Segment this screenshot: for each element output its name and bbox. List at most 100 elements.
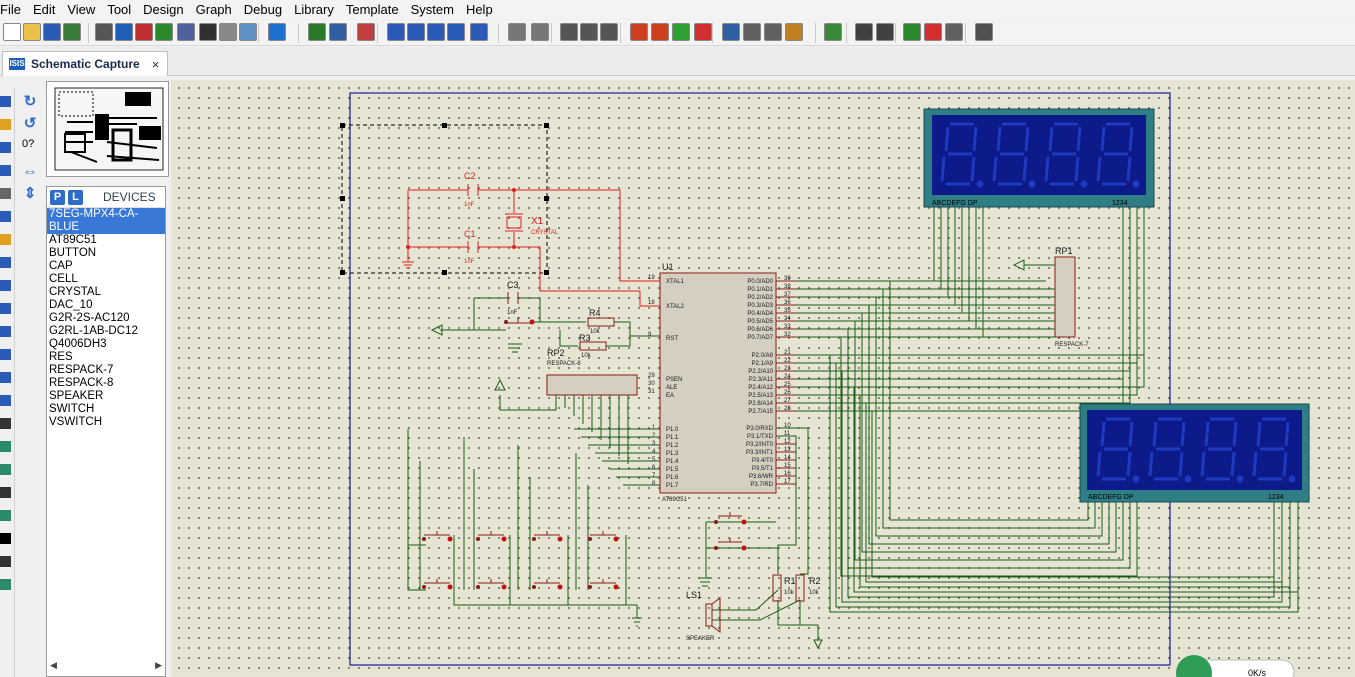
device-item[interactable]: Q4006DH3 xyxy=(49,338,107,350)
search-icon[interactable] xyxy=(855,23,873,41)
redo-icon[interactable] xyxy=(531,23,549,41)
remove-sheet-icon[interactable] xyxy=(924,23,942,41)
menu-edit[interactable]: Edit xyxy=(32,2,56,17)
zoom-out-icon[interactable] xyxy=(427,23,445,41)
scroll-right-icon[interactable]: ▶ xyxy=(155,660,162,670)
block-rotate-icon[interactable] xyxy=(672,23,690,41)
device-item[interactable]: AT89C51 xyxy=(49,234,97,246)
new-sheet-icon[interactable] xyxy=(903,23,921,41)
paste-icon[interactable] xyxy=(600,23,618,41)
tape-icon[interactable] xyxy=(0,326,11,337)
import-icon[interactable] xyxy=(63,23,81,41)
copy-icon[interactable] xyxy=(580,23,598,41)
push-button[interactable] xyxy=(588,579,619,590)
block-delete-icon[interactable] xyxy=(694,23,712,41)
instrument-icon[interactable] xyxy=(0,395,11,406)
report-icon[interactable] xyxy=(975,23,993,41)
wire-autoroute-icon[interactable] xyxy=(824,23,842,41)
push-button[interactable] xyxy=(532,531,563,542)
device-item[interactable]: VSWITCH xyxy=(49,416,103,428)
home-icon[interactable] xyxy=(95,23,113,41)
isis-icon[interactable] xyxy=(115,23,133,41)
junction-icon[interactable] xyxy=(0,142,11,153)
subcircuit-icon[interactable] xyxy=(0,234,11,245)
close-icon[interactable]: × xyxy=(151,56,160,72)
device-item[interactable]: 7SEG-MPX4-CA-BLUE xyxy=(47,208,165,234)
generator-icon[interactable] xyxy=(0,349,11,360)
chip-icon[interactable] xyxy=(199,23,217,41)
symbol-icon[interactable] xyxy=(0,556,11,567)
new-file-icon[interactable] xyxy=(3,23,21,41)
marker-icon[interactable] xyxy=(0,579,11,590)
menu-library[interactable]: Library xyxy=(294,2,334,17)
help-icon[interactable] xyxy=(268,23,286,41)
bus-icon[interactable] xyxy=(0,211,11,222)
scroll-left-icon[interactable]: ◀ xyxy=(50,660,57,670)
grid-icon[interactable] xyxy=(329,23,347,41)
component-icon[interactable] xyxy=(177,23,195,41)
probe-icon[interactable] xyxy=(0,372,11,383)
pan-icon[interactable] xyxy=(387,23,405,41)
push-button[interactable] xyxy=(422,531,453,542)
pick-devices-button[interactable]: P xyxy=(50,189,65,205)
make-device-icon[interactable] xyxy=(743,23,761,41)
device-item[interactable]: BUTTON xyxy=(49,247,97,259)
path-icon[interactable] xyxy=(0,510,11,521)
menu-design[interactable]: Design xyxy=(143,2,184,17)
menu-debug[interactable]: Debug xyxy=(243,2,283,17)
device-item[interactable]: RES xyxy=(49,351,73,363)
device-item[interactable]: CRYSTAL xyxy=(49,286,101,298)
push-button[interactable] xyxy=(588,531,619,542)
ares-icon[interactable] xyxy=(135,23,153,41)
device-item[interactable]: G2RL-1AB-DC12 xyxy=(49,325,138,337)
pin-icon[interactable] xyxy=(0,280,11,291)
box-icon[interactable] xyxy=(0,441,11,452)
overview-window[interactable] xyxy=(46,81,169,177)
package-icon[interactable] xyxy=(764,23,782,41)
line-icon[interactable] xyxy=(0,418,11,429)
menu-file[interactable]: File xyxy=(0,2,21,17)
graph-icon[interactable] xyxy=(0,303,11,314)
exit-sheet-icon[interactable] xyxy=(945,23,963,41)
menu-tool[interactable]: Tool xyxy=(107,2,132,17)
menu-view[interactable]: View xyxy=(67,2,96,17)
terminal-icon[interactable] xyxy=(0,257,11,268)
refresh-icon[interactable] xyxy=(308,23,326,41)
circle-icon[interactable] xyxy=(0,464,11,475)
decompose-icon[interactable] xyxy=(785,23,803,41)
library-manager-button[interactable]: L xyxy=(68,189,83,205)
open-file-icon[interactable] xyxy=(23,23,41,41)
device-item[interactable]: DAC_10 xyxy=(49,299,93,311)
property-icon[interactable] xyxy=(876,23,894,41)
device-item[interactable]: SPEAKER xyxy=(49,390,104,402)
save-icon[interactable] xyxy=(43,23,61,41)
device-item[interactable]: RESPACK-8 xyxy=(49,377,114,389)
block-copy-icon[interactable] xyxy=(630,23,648,41)
select-icon[interactable] xyxy=(0,96,11,107)
component-mode-icon[interactable] xyxy=(0,119,11,130)
menu-system[interactable]: System xyxy=(410,2,454,17)
push-button[interactable] xyxy=(422,579,453,590)
zoom-all-icon[interactable] xyxy=(447,23,465,41)
pick-icon[interactable] xyxy=(722,23,740,41)
undo-icon[interactable] xyxy=(508,23,526,41)
label-icon[interactable] xyxy=(0,165,11,176)
zoom-area-icon[interactable] xyxy=(470,23,488,41)
mirror-horizontal-icon[interactable]: ⇔ xyxy=(22,163,38,180)
device-list-scrollbar[interactable]: ◀ ▶ xyxy=(47,660,165,674)
cut-icon[interactable] xyxy=(560,23,578,41)
rotate-cw-icon[interactable]: ↻ xyxy=(23,93,37,110)
mirror-vertical-icon[interactable]: ⇕ xyxy=(23,185,37,202)
device-item[interactable]: CAP xyxy=(49,260,73,272)
origin-icon[interactable] xyxy=(357,23,375,41)
schematic-canvas[interactable]: C2 1nF C1 1nF X1 CRYSTAL C3 1nF R4 10k R… xyxy=(171,80,1355,677)
tab-schematic-capture[interactable]: ISIS Schematic Capture × xyxy=(2,51,168,76)
device-item[interactable]: G2R-2S-AC120 xyxy=(49,312,130,324)
zoom-in-icon[interactable] xyxy=(407,23,425,41)
push-button[interactable] xyxy=(476,531,507,542)
device-item[interactable]: RESPACK-7 xyxy=(49,364,114,376)
menu-template[interactable]: Template xyxy=(345,2,399,17)
device-item[interactable]: SWITCH xyxy=(49,403,95,415)
text-script-icon[interactable] xyxy=(0,188,11,199)
bom-icon[interactable] xyxy=(219,23,237,41)
